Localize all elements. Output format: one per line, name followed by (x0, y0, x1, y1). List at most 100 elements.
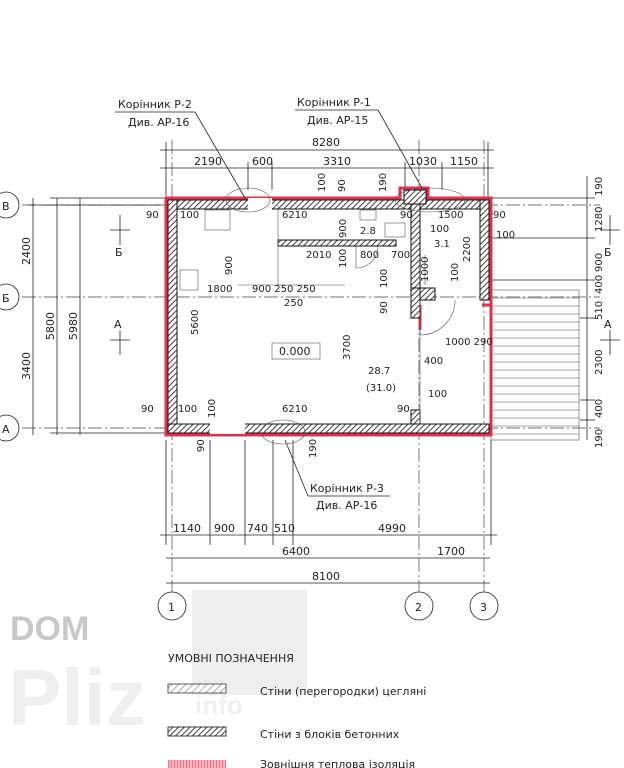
dim-top-segment: 1030 (409, 155, 437, 168)
legend-item-brick: Стіни (перегородки) цегляні (260, 685, 426, 698)
section-marker-b-right: Б (600, 215, 620, 259)
plan-label-vertical: 900 (224, 256, 235, 275)
plan-label: 250 (284, 298, 303, 309)
dim-left-segment: 2400 (20, 237, 33, 265)
svg-text:А: А (2, 423, 10, 436)
dim-overall-bottom: 8100 (312, 570, 340, 583)
plan-label: 90 (493, 210, 506, 221)
plan-label: 2.8 (360, 226, 376, 237)
legend-item-concrete: Стіни з блоків бетонних (260, 728, 400, 741)
dim-bottom-segment: 1140 (173, 522, 201, 535)
plan-label: 2010 (306, 250, 331, 261)
svg-text:3: 3 (480, 601, 487, 614)
plan-label: 700 (391, 250, 410, 261)
plan-label: (31.0) (366, 383, 396, 394)
dim-axes-segment: 1700 (437, 545, 465, 558)
col-bubble-3: 3 (469, 591, 499, 621)
plan-label-vertical: 100 (317, 173, 328, 192)
plan-label: 100 (496, 230, 515, 241)
dim-left-outer: 5980 (67, 312, 80, 340)
svg-text:1: 1 (168, 601, 175, 614)
dim-bottom-segment: 4990 (378, 522, 406, 535)
dim-axes-segment: 6400 (282, 545, 310, 558)
elevation-mark: 0.000 (279, 345, 311, 358)
insulation-outline (164, 186, 493, 437)
plan-label-vertical: 190 (308, 439, 319, 458)
svg-text:Див. АР-16: Див. АР-16 (128, 116, 189, 129)
plan-label: 100 (428, 389, 447, 400)
callout-p2: Корінник Р-2 Див. АР-16 (115, 98, 271, 213)
plan-label-vertical: 90 (196, 439, 207, 452)
plan-label-vertical: 100 (338, 249, 349, 268)
svg-text:Див. АР-16: Див. АР-16 (316, 499, 377, 512)
dim-right-segment: 510 (594, 301, 605, 320)
col-bubble-2: 2 (404, 591, 434, 621)
svg-text:2: 2 (415, 601, 422, 614)
dim-right-segment: 2300 (594, 350, 605, 375)
building-walls (164, 186, 493, 437)
dim-bottom-segment: 740 (247, 522, 268, 535)
svg-text:Б: Б (115, 246, 123, 259)
dim-right-segment: 190 (594, 429, 605, 448)
legend-title: УМОВНІ ПОЗНАЧЕННЯ (168, 652, 294, 665)
plan-label: 3.1 (434, 239, 450, 250)
svg-text:Корінник Р-3: Корінник Р-3 (310, 482, 384, 495)
plan-label: 90 (400, 210, 413, 221)
plan-label: 28.7 (368, 366, 390, 377)
plan-label-vertical: 190 (378, 173, 389, 192)
callout-p1: Корінник Р-1 Див. АР-15 (295, 96, 466, 213)
svg-text:Б: Б (604, 246, 612, 259)
section-marker-a-right: А (600, 318, 620, 355)
watermark-dom: DOM (10, 610, 89, 648)
section-marker-b-left: Б (110, 215, 130, 259)
plan-label-vertical: 5600 (190, 310, 201, 335)
legend-brick-swatch (167, 683, 227, 694)
plan-label-vertical: 3700 (342, 335, 353, 360)
dim-right-segment: 400 (594, 275, 605, 294)
plan-label-vertical: 90 (337, 179, 348, 192)
dim-left-inner: 5800 (44, 312, 57, 340)
watermark-info: info (195, 690, 243, 720)
plan-label-vertical: 1000 (420, 257, 431, 282)
plan-label: 90 (146, 210, 159, 221)
section-marker-a-left: А (110, 318, 130, 355)
plan-label: 90 (141, 404, 154, 415)
legend-concrete-swatch (167, 726, 227, 737)
svg-text:Корінник Р-2: Корінник Р-2 (118, 98, 192, 111)
plan-label: 900 250 250 (252, 284, 316, 295)
dim-bottom-segment: 510 (274, 522, 295, 535)
dim-top-segment: 3310 (323, 155, 351, 168)
svg-text:А: А (604, 318, 612, 331)
plan-label: 100 (180, 210, 199, 221)
svg-text:Корінник Р-1: Корінник Р-1 (297, 96, 371, 109)
plan-label-vertical: 100 (450, 263, 461, 282)
watermark: DOM Pliz info (8, 590, 307, 742)
row-bubble-a: А (0, 414, 20, 442)
plan-label-vertical: 100 (207, 399, 218, 418)
dim-top-segment: 600 (252, 155, 273, 168)
dimension-lines (28, 142, 595, 584)
row-bubble-v: В (0, 191, 20, 219)
svg-text:Б: Б (2, 292, 10, 305)
dim-right-segment: 900 (594, 253, 605, 272)
svg-text:В: В (2, 200, 10, 213)
row-bubble-b: Б (0, 283, 20, 311)
dim-bottom-segment: 900 (214, 522, 235, 535)
col-bubble-1: 1 (157, 591, 187, 621)
plan-label-vertical: 90 (379, 301, 390, 314)
plan-label: 6210 (282, 210, 307, 221)
dim-overall-top: 8280 (312, 136, 340, 149)
plan-label-vertical: 900 (338, 219, 349, 238)
plan-label: 1800 (207, 284, 232, 295)
dim-right-segment: 1280 (594, 207, 605, 232)
watermark-pliz: Pliz (8, 653, 146, 742)
dim-top-segment: 1150 (450, 155, 478, 168)
plan-label: 100 (178, 404, 197, 415)
plan-label-vertical: 100 (379, 269, 390, 288)
plan-label: 1000 290 (445, 337, 493, 348)
dim-left-segment: 3400 (20, 352, 33, 380)
plan-label: 100 (430, 224, 449, 235)
